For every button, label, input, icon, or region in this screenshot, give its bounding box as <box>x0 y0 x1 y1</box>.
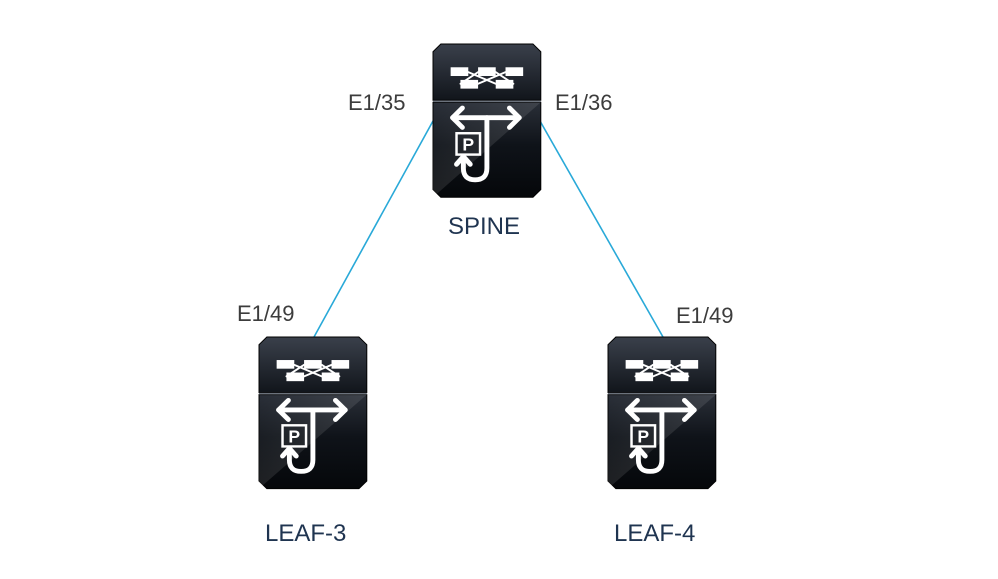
spine-switch-icon[interactable] <box>433 44 541 197</box>
port-label-spine-e1-35: E1/35 <box>348 90 406 115</box>
port-label-spine-e1-36: E1/36 <box>555 90 613 115</box>
node-label-leaf3: LEAF-3 <box>265 520 347 547</box>
link-spine-leaf3 <box>313 120 434 338</box>
port-label-leaf3-e1-49: E1/49 <box>237 301 295 326</box>
port-label-leaf4-e1-49: E1/49 <box>676 303 734 328</box>
node-label-spine: SPINE <box>448 213 521 240</box>
leaf4-switch-icon[interactable] <box>608 337 716 489</box>
node-label-leaf4: LEAF-4 <box>614 520 696 547</box>
leaf3-switch-icon[interactable] <box>259 337 367 489</box>
link-spine-leaf4 <box>539 120 664 338</box>
